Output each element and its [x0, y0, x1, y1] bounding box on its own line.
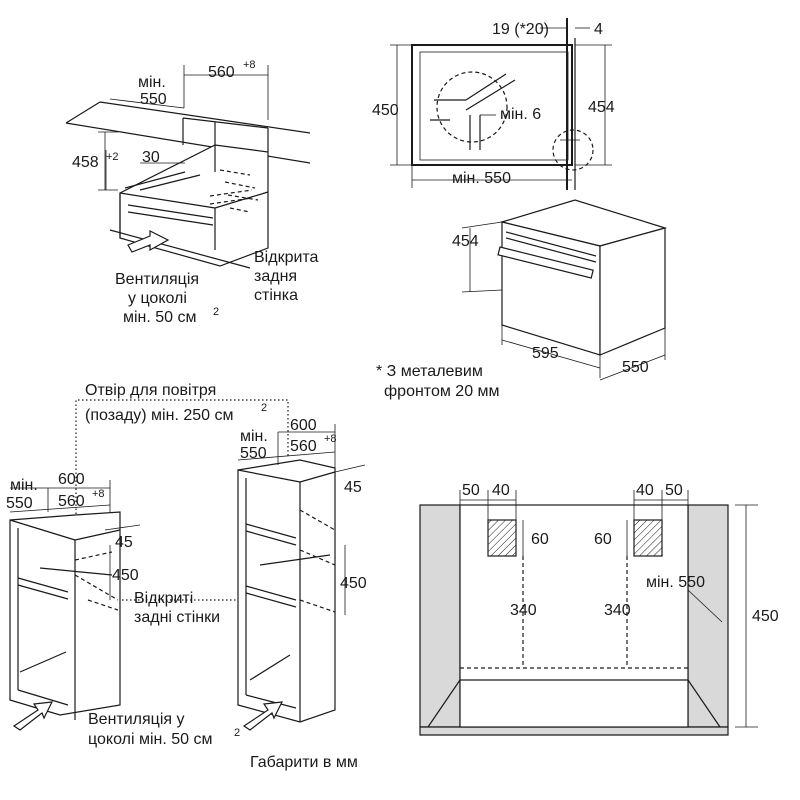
- fv-right-dim2: 50: [665, 482, 683, 499]
- tc-air-sup: 2: [261, 402, 267, 414]
- tc-right-width: 560: [290, 438, 317, 455]
- tc-left-min-label: мін.: [10, 477, 38, 494]
- tc-right-height: 450: [340, 575, 367, 592]
- tc-right-width-tol: +8: [324, 433, 337, 445]
- uc-back-line3: стінка: [254, 287, 298, 304]
- tc-back-line1: Відкриті: [134, 590, 193, 607]
- tc-vent-sup: 2: [234, 727, 240, 739]
- oven-appliance: [461, 199, 668, 381]
- uc-width-tol: +8: [243, 59, 256, 71]
- ap-width: 595: [532, 345, 559, 362]
- uc-width: 560: [208, 64, 235, 81]
- tc-right-depth-min: 550: [240, 445, 267, 462]
- uc-back-line2: задня: [254, 268, 297, 285]
- ap-note-line1: * З металевим: [376, 363, 483, 380]
- under-counter-niche: [65, 65, 311, 269]
- tc-vent-line1: Вентиляція у: [88, 711, 185, 728]
- ss-height-right: 454: [588, 99, 615, 116]
- side-section: [390, 18, 612, 190]
- front-view: [419, 490, 758, 736]
- fv-right-dim1: 40: [636, 482, 654, 499]
- tc-left-width-outer: 600: [58, 471, 85, 488]
- tc-left-top: 45: [115, 534, 133, 551]
- tc-air-line2: (позаду) мін. 250 см: [85, 407, 233, 424]
- footer-caption: Габарити в мм: [250, 754, 358, 771]
- uc-depth-min: 550: [140, 91, 167, 108]
- tc-air-line1: Отвір для повітря: [85, 382, 216, 399]
- uc-vent-line3: мін. 50 см: [123, 309, 197, 326]
- tc-right-top: 45: [344, 479, 362, 496]
- uc-min-label: мін.: [138, 74, 166, 91]
- fv-left-dim2: 40: [492, 482, 510, 499]
- tc-right-min-label: мін.: [240, 428, 268, 445]
- fv-depth-right: 340: [604, 602, 631, 619]
- fv-vent-h-right: 60: [594, 531, 612, 548]
- tc-left-height: 450: [112, 567, 139, 584]
- ap-note-line2: фронтом 20 мм: [384, 383, 500, 400]
- ss-depth-min: мін. 550: [452, 170, 511, 187]
- fv-vent-h-left: 60: [531, 531, 549, 548]
- uc-gap: 30: [142, 149, 160, 166]
- tc-back-line2: задні стінки: [134, 609, 220, 626]
- tall-cabinets: [9, 399, 366, 731]
- uc-back-line1: Відкрита: [254, 249, 319, 266]
- uc-vent-line1: Вентиляція: [115, 271, 199, 288]
- ss-height-left: 450: [372, 102, 399, 119]
- ss-top-gap: 19 (*20): [492, 21, 549, 38]
- tc-right-width-outer: 600: [290, 417, 317, 434]
- fv-left-dim1: 50: [462, 482, 480, 499]
- ss-min-thickness: мін. 6: [500, 106, 541, 123]
- uc-height: 458: [72, 154, 99, 171]
- tc-left-width-tol: +8: [92, 488, 105, 500]
- fv-min-width: мін. 550: [646, 574, 705, 591]
- uc-vent-line2: у цоколі: [128, 290, 187, 307]
- uc-height-tol: +2: [106, 151, 119, 163]
- tc-left-width: 560: [58, 493, 85, 510]
- ss-top-right: 4: [594, 21, 603, 38]
- ap-depth: 550: [622, 359, 649, 376]
- fv-depth-left: 340: [510, 602, 537, 619]
- tc-left-depth-min: 550: [6, 495, 33, 512]
- fv-height: 450: [752, 608, 779, 625]
- uc-vent-sup: 2: [213, 306, 219, 318]
- ap-height: 454: [452, 233, 479, 250]
- tc-vent-line2: цоколі мін. 50 см: [88, 731, 212, 748]
